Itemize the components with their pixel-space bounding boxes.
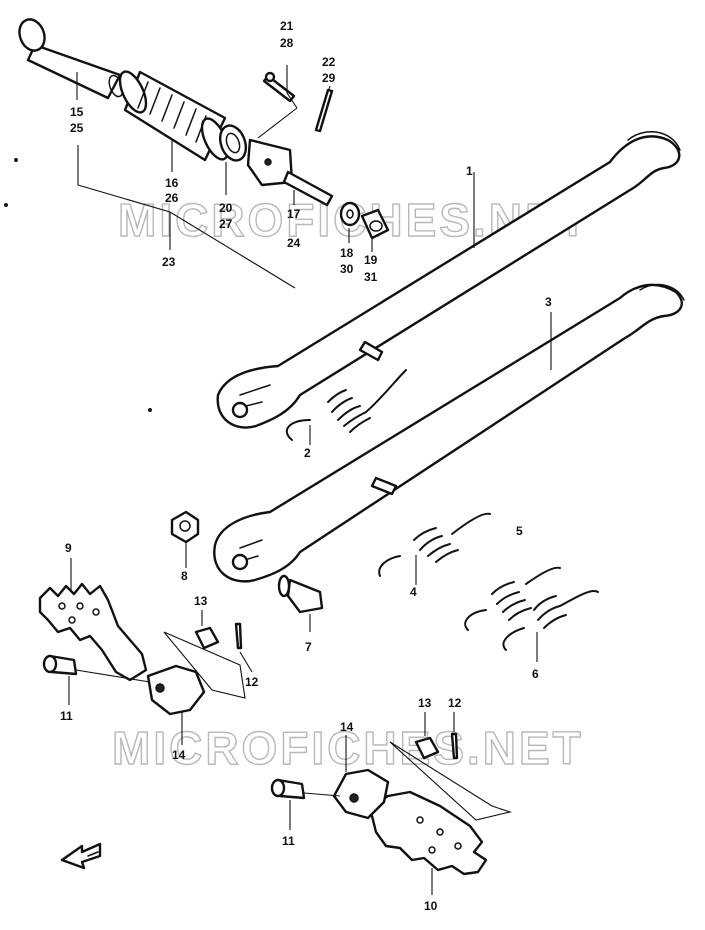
part-13-collar-left[interactable] (194, 626, 220, 650)
part-9-footrest[interactable] (38, 582, 148, 682)
callout-4: 4 (410, 585, 417, 599)
part-11-pin-left[interactable] (42, 654, 78, 676)
callout-29: 29 (322, 71, 336, 85)
callout-11-left: 11 (60, 709, 73, 723)
part-16-rubber-grip[interactable] (115, 68, 234, 163)
callout-14-left: 14 (172, 748, 186, 762)
callout-28: 28 (280, 36, 294, 50)
front-arrow-icon (60, 842, 102, 870)
callout-17: 17 (287, 207, 301, 221)
callout-15: 15 (70, 105, 84, 119)
part-18-washer[interactable] (339, 201, 361, 227)
callout-6: 6 (532, 667, 539, 681)
part-15-pipe[interactable] (15, 16, 125, 100)
part-13-collar-bottom[interactable] (414, 736, 440, 760)
callout-8: 8 (181, 569, 188, 583)
callout-1: 1 (466, 164, 473, 178)
callout-2: 2 (304, 446, 311, 460)
part-20-washer[interactable] (216, 122, 251, 164)
part-12-cotter-bottom[interactable] (450, 732, 459, 760)
part-6-spring[interactable] (502, 590, 599, 651)
callout-25: 25 (70, 121, 84, 135)
part-4-spring[interactable] (378, 512, 491, 577)
callout-20: 20 (219, 201, 233, 215)
callout-14-bottom: 14 (340, 720, 354, 734)
callout-24: 24 (287, 236, 301, 250)
callout-5: 5 (516, 524, 523, 538)
part-3-main-stand[interactable] (213, 283, 685, 583)
callout-13-left: 13 (194, 594, 208, 608)
callout-7: 7 (305, 640, 312, 654)
callout-31: 31 (364, 270, 378, 284)
callout-16: 16 (165, 176, 179, 190)
callout-10: 10 (424, 899, 438, 913)
callout-12-left: 12 (245, 675, 259, 689)
callout-23: 23 (162, 255, 176, 269)
part-22-cotter-pin[interactable] (314, 88, 334, 133)
callout-21: 21 (280, 19, 294, 33)
callout-27: 27 (219, 217, 233, 231)
part-5-spring[interactable] (464, 566, 561, 631)
part-21-pin[interactable] (262, 71, 296, 103)
part-14-bracket-left[interactable] (146, 664, 206, 716)
part-14-bracket-bottom[interactable] (332, 768, 390, 820)
part-2-spring[interactable] (285, 369, 407, 441)
callout-22: 22 (322, 55, 336, 69)
callout-30: 30 (340, 262, 354, 276)
part-8-nut[interactable] (170, 510, 200, 544)
callout-18: 18 (340, 246, 354, 260)
part-19-nut[interactable] (360, 208, 390, 240)
part-10-footrest[interactable] (368, 790, 488, 876)
part-7-bolt[interactable] (277, 574, 324, 614)
part-1-side-stand[interactable] (216, 131, 681, 429)
callout-13-bottom: 13 (418, 696, 432, 710)
callout-12-bottom: 12 (448, 696, 462, 710)
part-11-pin-bottom[interactable] (270, 778, 306, 800)
callout-3: 3 (545, 295, 552, 309)
part-12-cotter-left[interactable] (234, 622, 243, 650)
callout-19: 19 (364, 253, 378, 267)
callout-11-bottom: 11 (282, 834, 295, 848)
part-17-bolt-shaft[interactable] (246, 138, 334, 207)
callout-9: 9 (65, 541, 72, 555)
callout-26: 26 (165, 191, 179, 205)
